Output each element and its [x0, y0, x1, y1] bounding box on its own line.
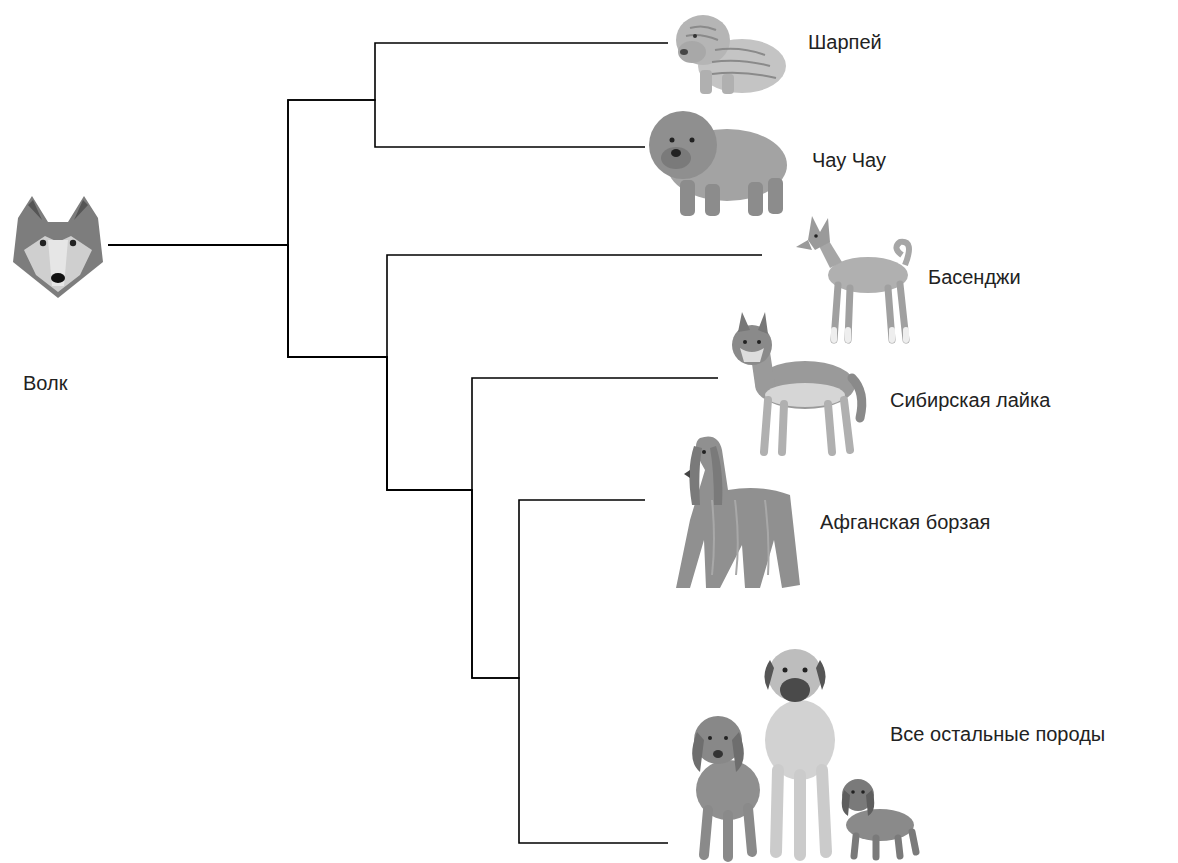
chow-chow-picture	[649, 111, 787, 216]
tree-branch	[108, 245, 762, 357]
breed-label: Волк	[23, 371, 67, 395]
breed-label: Афганская борзая	[820, 510, 990, 534]
breed-node: Чау Чау	[645, 108, 890, 220]
husky-picture	[732, 312, 862, 452]
tree-branch	[108, 245, 645, 678]
breed-node: Басенджи	[762, 205, 1025, 347]
basenji-picture	[796, 216, 909, 340]
breed-node: Шарпей	[668, 8, 886, 98]
tree-branch	[108, 245, 718, 490]
breed-label: Шарпей	[808, 30, 882, 54]
breed-node: Сибирская лайка	[718, 310, 1054, 458]
tree-branch	[108, 245, 668, 843]
breed-label: Басенджи	[928, 265, 1021, 289]
tree-branch	[108, 100, 645, 245]
breed-label: Сибирская лайка	[890, 388, 1050, 412]
breed-label: Чау Чау	[812, 148, 886, 172]
other-breeds-picture	[692, 649, 916, 857]
breed-node: Все остальные породы	[668, 645, 1109, 860]
tree-branch	[108, 43, 668, 245]
breed-node: Волк	[8, 193, 108, 399]
breed-label: Все остальные породы	[890, 722, 1105, 746]
breed-node: Афганская борзая	[645, 430, 994, 592]
shar-pei-picture	[676, 15, 786, 94]
afghan-hound-picture	[676, 437, 800, 589]
wolf-picture	[13, 196, 103, 298]
